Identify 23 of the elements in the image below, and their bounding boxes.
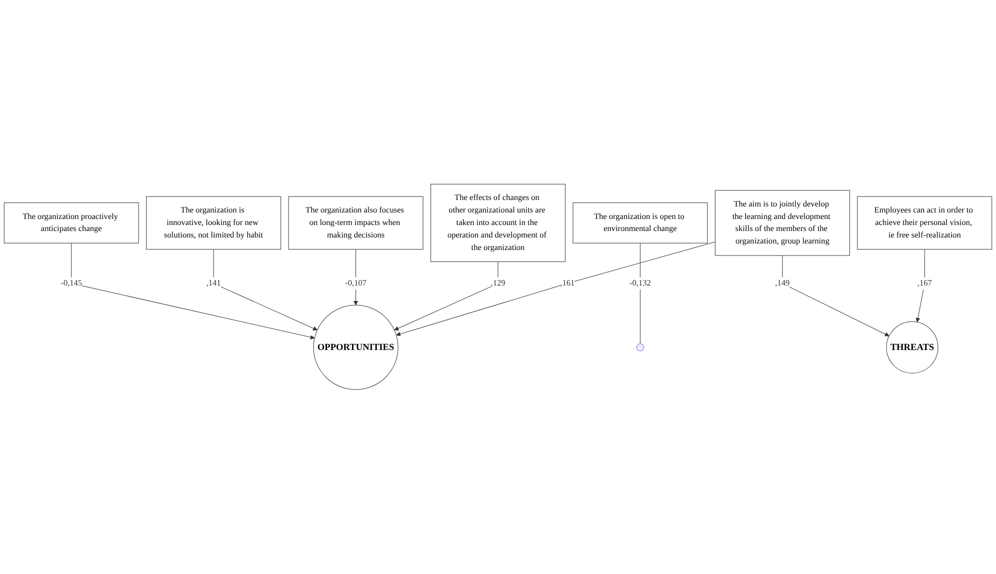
node-box: The organization proactively anticipates change [4,202,139,244]
edge-label: ,129 [490,278,506,288]
edge-label: ,161 [560,278,575,288]
edge-label: -0,107 [345,278,366,288]
node-box: The aim is to jointly develop the learning and development skills of the members of the organization, group learning [714,190,850,256]
edge-label: -0,145 [60,278,82,288]
node-circle: THREATS [886,321,938,374]
arrow [71,242,315,340]
arrow [916,249,925,322]
arrow [782,255,890,336]
arrow [394,262,498,331]
node-box: The organization also focuses on long-term impacts when making decisions [288,196,424,250]
node-box: The organization is innovative, looking for new solutions, not limited by habit [146,196,282,250]
edge-label: ,149 [775,278,790,288]
edge-label: ,167 [917,278,932,288]
edge-label: ,141 [206,278,221,288]
node-circle: OPPORTUNITIES [313,305,398,390]
edge-label: -0,132 [630,278,651,288]
arrow [396,242,716,336]
node-box: The effects of changes on other organizational units are taken into account in the operation and development of the organization [430,184,566,262]
node-box: Employees can act in order to achieve their personal vision, ie free self-realization [857,196,992,250]
arrow [213,249,318,331]
node-box: The organization is open to environmental change [572,202,708,244]
